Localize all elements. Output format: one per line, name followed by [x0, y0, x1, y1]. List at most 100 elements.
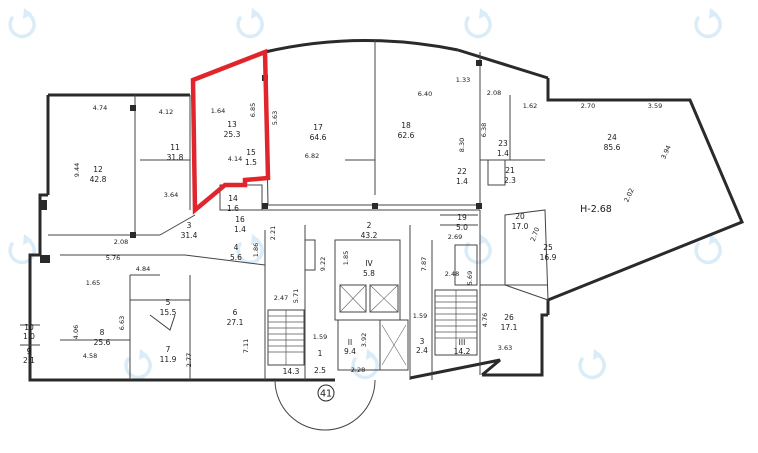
svg-text:12: 12 [93, 165, 103, 174]
svg-text:43.2: 43.2 [361, 231, 378, 240]
svg-text:1.0: 1.0 [23, 332, 35, 341]
axis-marker [317, 384, 335, 402]
room-label: 515.5 [160, 298, 177, 317]
svg-text:16.9: 16.9 [540, 253, 557, 262]
refresh-circle-icon [464, 8, 492, 39]
svg-text:16: 16 [235, 215, 245, 224]
svg-text:9: 9 [27, 347, 32, 356]
dimension: 4.84 [136, 265, 150, 273]
room-label: 627.1 [227, 308, 244, 327]
svg-text:1.6: 1.6 [227, 204, 239, 213]
room-label: 141.6 [227, 194, 239, 213]
svg-text:19: 19 [457, 213, 467, 222]
room-label: 151.5 [245, 148, 257, 167]
room-label: 243.2 [361, 221, 378, 240]
dimension: 7.11 [242, 339, 250, 353]
axis-marker-label: 41 [320, 389, 332, 400]
refresh-circle-icon [236, 8, 264, 39]
refresh-circle-icon [236, 234, 264, 265]
dimension: 2.28 [351, 366, 365, 374]
svg-text:62.6: 62.6 [398, 131, 415, 140]
svg-text:31.8: 31.8 [167, 153, 184, 162]
dimension: 5.63 [271, 111, 279, 125]
dimension: 1.59 [313, 333, 327, 341]
svg-text:27.1: 27.1 [227, 318, 244, 327]
room-label: 221.4 [456, 167, 468, 186]
dimension: 4.74 [93, 104, 107, 112]
dimension: 1.33 [456, 76, 470, 84]
svg-text:42.8: 42.8 [90, 175, 107, 184]
refresh-circle-icon [464, 234, 492, 265]
svg-text:II: II [348, 338, 352, 347]
dimension: 3.92 [360, 333, 368, 347]
dimension: 2.08 [114, 238, 128, 246]
svg-text:17.0: 17.0 [512, 222, 529, 231]
svg-text:85.6: 85.6 [604, 143, 621, 152]
dimension: 2.70 [529, 226, 541, 242]
dimension: 2.21 [269, 226, 277, 240]
svg-text:20: 20 [515, 212, 525, 221]
room-label: 12.5 [314, 349, 326, 375]
svg-text:25.3: 25.3 [224, 130, 241, 139]
dimension: 3.59 [648, 102, 662, 110]
dimension: 1.65 [86, 279, 100, 287]
svg-text:10: 10 [24, 323, 34, 332]
svg-text:6: 6 [233, 308, 238, 317]
dimension: 8.30 [458, 138, 466, 152]
dimension: 3.64 [164, 191, 178, 199]
refresh-circle-icon [694, 234, 722, 265]
dimension: 6.38 [480, 123, 488, 137]
dimension: 2.77 [185, 353, 193, 367]
room-label: 101.0 [23, 323, 35, 341]
svg-text:2: 2 [367, 221, 372, 230]
svg-text:4: 4 [234, 243, 239, 252]
svg-text:1.4: 1.4 [234, 225, 246, 234]
refresh-circle-icon [351, 349, 379, 380]
dimension: 5.76 [106, 254, 120, 262]
dimension: 2.08 [487, 89, 501, 97]
dimension: 4.12 [159, 108, 173, 116]
svg-text:23: 23 [498, 139, 508, 148]
refresh-circle-icon [124, 349, 152, 380]
dimension: 5.69 [466, 271, 474, 285]
stairs-west [267, 309, 305, 366]
svg-text:14.2: 14.2 [454, 347, 471, 356]
room-label: 14.3 [283, 367, 300, 376]
watermark-layer [8, 8, 722, 380]
room-label: 161.4 [234, 215, 246, 234]
dimension-labels: 4.74 4.12 1.64 6.85 5.63 6.40 1.33 2.08 … [72, 76, 673, 374]
svg-text:17: 17 [313, 123, 323, 132]
dimension: 3.63 [498, 344, 512, 352]
svg-text:11.9: 11.9 [160, 355, 177, 364]
room-label: 212.3 [504, 166, 516, 185]
svg-text:7: 7 [166, 345, 171, 354]
room-label: 331.4 [181, 221, 198, 240]
selected-unit-outline [190, 48, 271, 215]
svg-text:24: 24 [607, 133, 617, 142]
svg-text:5.0: 5.0 [456, 223, 468, 232]
svg-text:2.1: 2.1 [23, 356, 35, 365]
dimension: 2.02 [623, 187, 636, 204]
svg-text:5.8: 5.8 [363, 269, 375, 278]
svg-text:1.4: 1.4 [456, 177, 468, 186]
dimension: 5.71 [292, 289, 300, 303]
room-label: 825.6 [94, 328, 111, 347]
exterior-walls [28, 38, 744, 382]
svg-text:1.5: 1.5 [245, 158, 257, 167]
refresh-circle-icon [578, 349, 606, 380]
room-labels: 12.5 243.2 331.4 32.4 45.6 515.5 627.1 7… [23, 120, 621, 376]
refresh-circle-icon [8, 234, 36, 265]
svg-text:14: 14 [228, 194, 238, 203]
dimension: 4.58 [83, 352, 97, 360]
dimension: 4.14 [228, 155, 242, 163]
room-label: 92.1 [23, 347, 35, 365]
dimension: 1.85 [342, 251, 350, 265]
dimension: 2.47 [274, 294, 288, 302]
svg-text:22: 22 [457, 167, 467, 176]
